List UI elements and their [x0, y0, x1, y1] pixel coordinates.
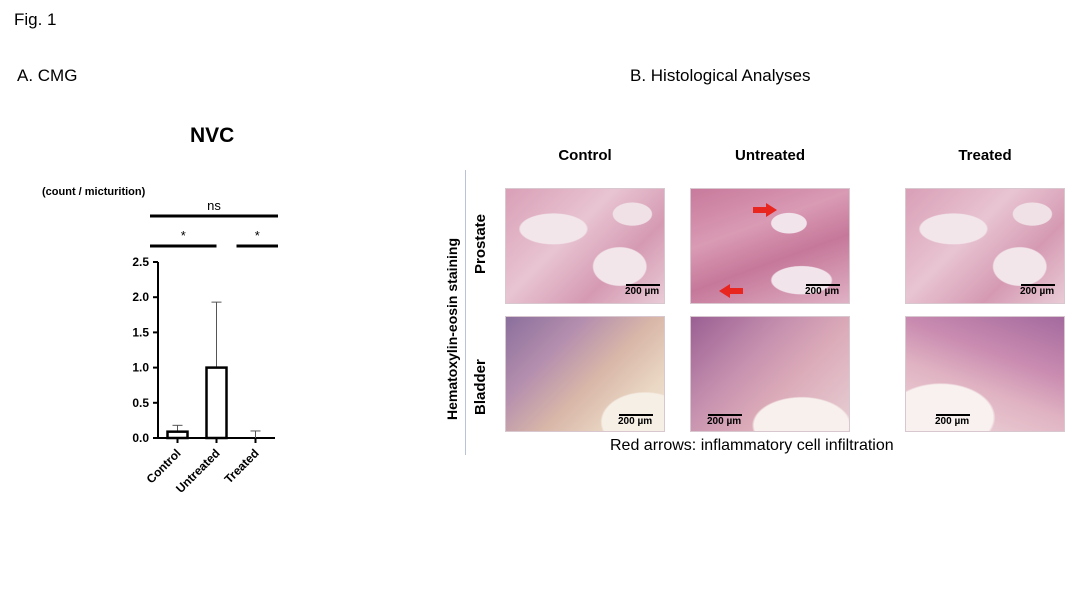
scale-bar [806, 284, 840, 286]
scale-label: 200 µm [805, 286, 840, 297]
chart-title: NVC [190, 124, 235, 147]
x-tick-label: Treated [222, 446, 262, 486]
bar-untreated [205, 366, 228, 440]
y-tick-label: 0.5 [132, 396, 149, 410]
column-label-untreated: Untreated [734, 147, 805, 164]
figure-label: Fig. 1 [14, 10, 57, 29]
stain-label: Hematoxylin-eosin staining [444, 237, 460, 420]
column-label-treated: Treated [958, 147, 1012, 164]
y-tick-label: 1.0 [132, 361, 149, 375]
scale-label: 200 µm [618, 416, 653, 427]
significance-label: * [181, 228, 186, 243]
y-tick-label: 1.5 [132, 325, 149, 339]
panel-b-label: B. Histological Analyses [630, 66, 811, 85]
figure-caption: Red arrows: inflammatory cell infiltrati… [610, 437, 894, 454]
image-bladder-control: 200 µm [505, 316, 665, 432]
scale-bar [708, 414, 742, 416]
bar-control [166, 430, 189, 440]
y-tick-label: 2.5 [132, 255, 149, 269]
image-prostate-untreated: 200 µm [690, 188, 850, 304]
row-label-prostate: Prostate [472, 213, 489, 274]
scale-bar [626, 284, 660, 286]
arrow-left-icon [719, 284, 743, 298]
significance-label: * [255, 228, 260, 243]
image-bladder-treated: 200 µm [905, 316, 1065, 432]
panel-a-label: A. CMG [17, 66, 78, 85]
bar-chart: 0.00.51.01.52.02.5ControlUntreatedTreate… [132, 198, 278, 496]
panel-divider [465, 170, 466, 455]
scale-label: 200 µm [707, 416, 742, 427]
significance-label: ns [207, 198, 221, 213]
arrow-right-icon [753, 203, 777, 217]
scale-bar [619, 414, 653, 416]
scale-label: 200 µm [1020, 286, 1055, 297]
y-tick-label: 0.0 [132, 431, 149, 445]
scale-label: 200 µm [935, 416, 970, 427]
image-prostate-control: 200 µm [505, 188, 665, 304]
row-label-bladder: Bladder [472, 359, 489, 415]
image-prostate-treated: 200 µm [905, 188, 1065, 304]
scale-bar [1021, 284, 1055, 286]
y-tick-label: 2.0 [132, 290, 149, 304]
scale-label: 200 µm [625, 286, 660, 297]
y-axis-unit-label: (count / micturition) [42, 186, 146, 198]
scale-bar [936, 414, 970, 416]
column-label-control: Control [558, 147, 612, 164]
image-bladder-untreated: 200 µm [690, 316, 850, 432]
